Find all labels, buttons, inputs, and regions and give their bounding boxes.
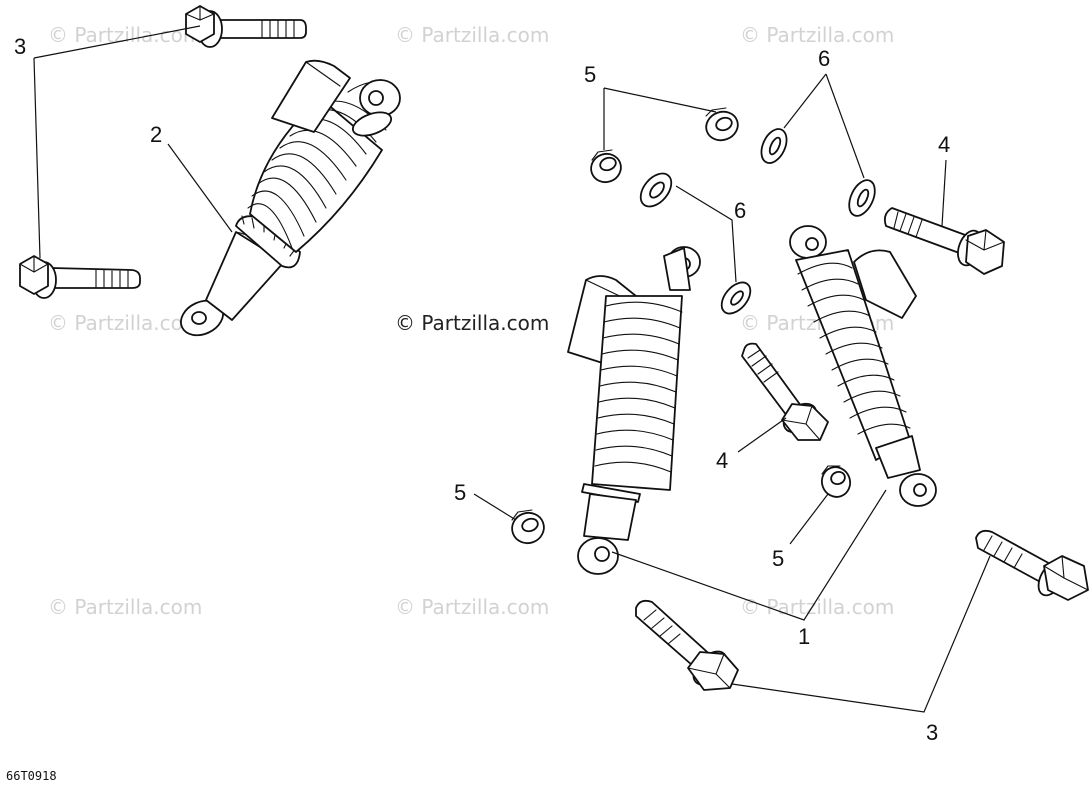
nut-5-right[interactable] — [818, 463, 855, 501]
shock-absorber-1-right[interactable] — [789, 225, 937, 507]
bolt-3-bottom-left[interactable] — [635, 599, 739, 691]
leader-4-mid — [737, 417, 787, 453]
leader-4-right — [941, 159, 947, 227]
leader-5-right — [789, 493, 829, 545]
diagram-code: 66T0918 — [6, 769, 57, 783]
watermark: © Partzilla.com — [48, 595, 202, 619]
callout-4[interactable]: 4 — [716, 448, 728, 473]
watermark: © Partzilla.com — [395, 595, 549, 619]
washer-6-mid-lower[interactable] — [716, 277, 756, 319]
watermark: © Partzilla.com — [395, 23, 549, 47]
shock-absorber-1-left[interactable] — [567, 246, 701, 575]
nut-5-left[interactable] — [508, 508, 548, 547]
watermark: © Partzilla.com — [48, 311, 202, 335]
watermark-main: © Partzilla.com — [395, 311, 549, 335]
callout-4[interactable]: 4 — [938, 132, 950, 157]
leader-3-top-left — [33, 25, 201, 259]
bolt-3-top-left[interactable] — [185, 5, 307, 48]
bolt-4-right[interactable] — [883, 207, 1005, 275]
leader-1 — [611, 489, 887, 621]
washer-6-top-right[interactable] — [844, 176, 880, 220]
callout-3[interactable]: 3 — [14, 34, 26, 59]
watermark-layer: © Partzilla.com © Partzilla.com © Partzi… — [48, 23, 894, 619]
leader-6-mid — [675, 185, 737, 283]
nut-5-top-left[interactable] — [587, 149, 625, 187]
leader-3-bottom — [731, 555, 991, 713]
bolt-4-mid[interactable] — [741, 342, 829, 441]
leader-5-top — [603, 87, 717, 150]
leader-6-top — [783, 73, 865, 179]
leader-2 — [167, 143, 233, 233]
callout-3[interactable]: 3 — [926, 720, 938, 745]
shock-absorber-2[interactable] — [175, 59, 401, 342]
bolt-3-left[interactable] — [19, 255, 141, 299]
callout-1[interactable]: 1 — [798, 624, 810, 649]
leader-5-left — [473, 493, 517, 521]
washer-6-top-left[interactable] — [756, 125, 791, 167]
callout-5[interactable]: 5 — [584, 62, 596, 87]
nut-5-top-right[interactable] — [702, 107, 742, 144]
callout-5[interactable]: 5 — [772, 546, 784, 571]
bolt-3-bottom-right[interactable] — [975, 529, 1089, 601]
washer-6-mid-upper[interactable] — [635, 168, 678, 213]
callout-2[interactable]: 2 — [150, 122, 162, 147]
watermark: © Partzilla.com — [740, 23, 894, 47]
watermark: © Partzilla.com — [48, 23, 202, 47]
callout-6[interactable]: 6 — [734, 198, 746, 223]
callout-5[interactable]: 5 — [454, 480, 466, 505]
callout-6[interactable]: 6 — [818, 46, 830, 71]
